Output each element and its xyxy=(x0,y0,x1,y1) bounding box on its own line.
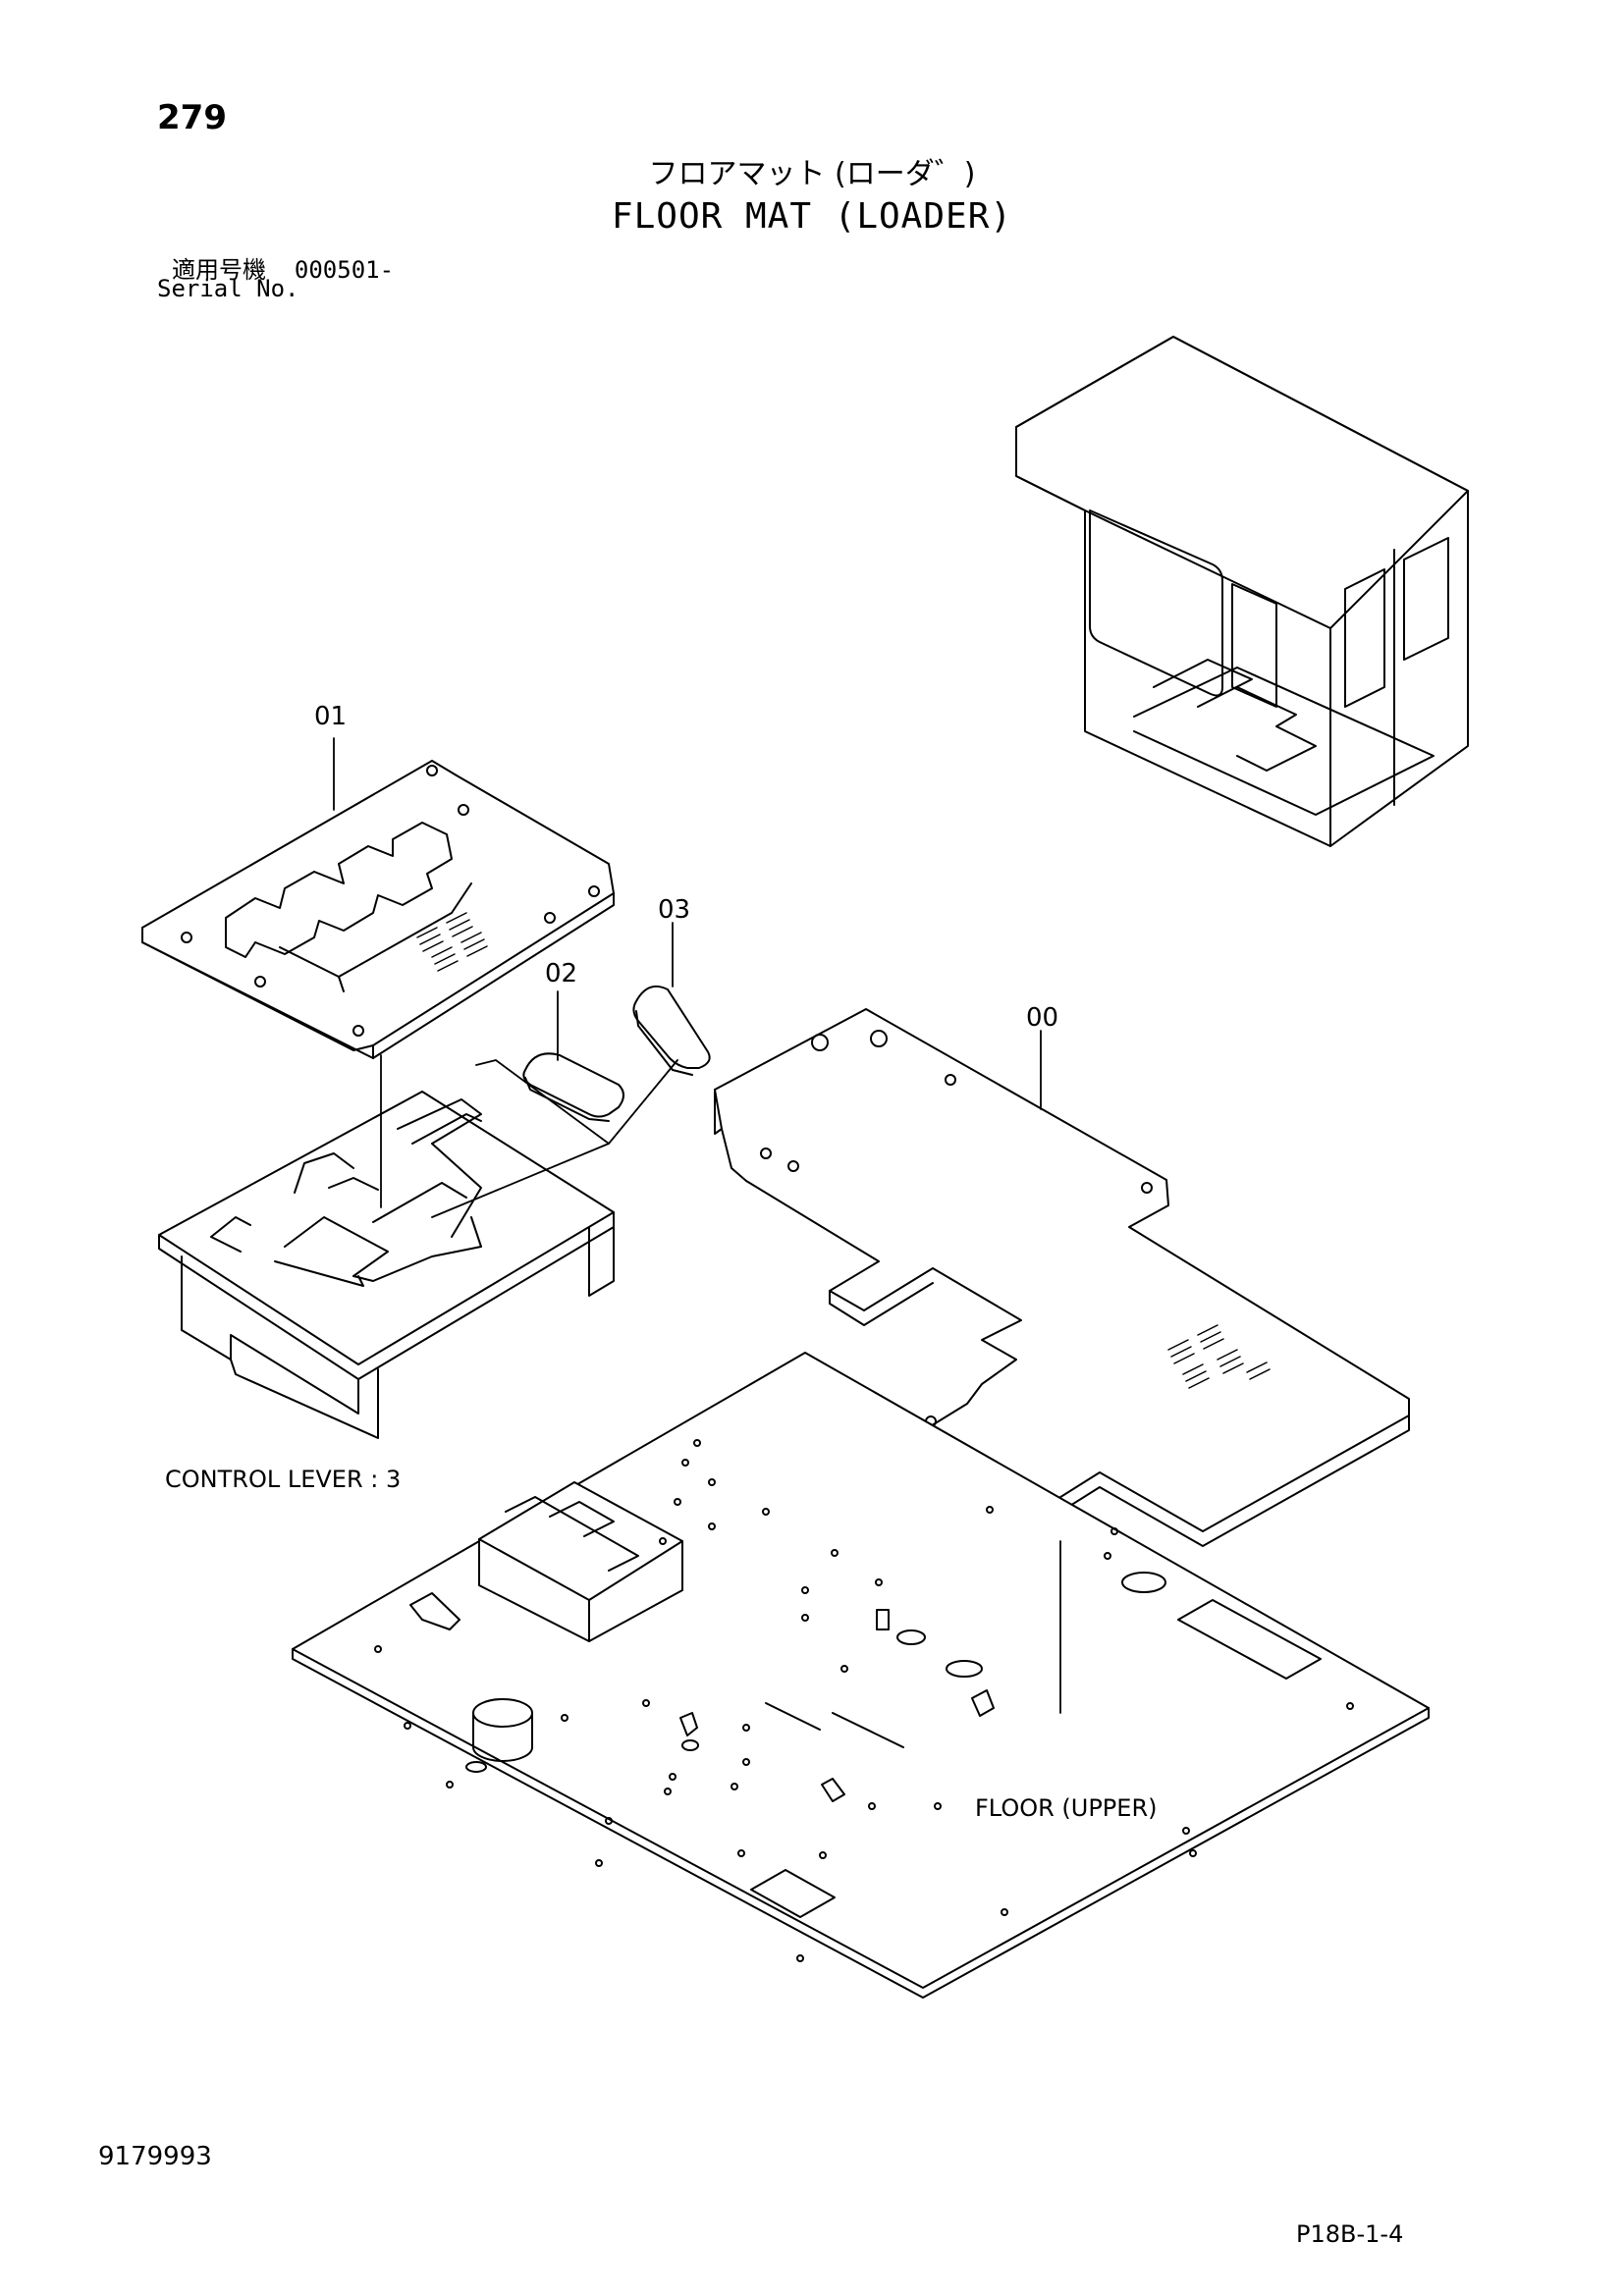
page-number: 279 xyxy=(157,98,227,137)
leader-lines xyxy=(333,737,1061,1714)
label-floor-upper: FLOOR (UPPER) xyxy=(975,1794,1157,1822)
document-number: 9179993 xyxy=(98,2142,212,2171)
label-control-lever: CONTROL LEVER : 3 xyxy=(165,1466,401,1493)
floor-mat-03-illustration xyxy=(632,986,711,1076)
cab-inset-illustration xyxy=(1015,336,1469,847)
callout-01: 01 xyxy=(314,702,347,731)
control-lever-console-illustration xyxy=(158,1091,615,1439)
title-english: FLOOR MAT (LOADER) xyxy=(611,196,1013,237)
serial-value: 000501- xyxy=(294,256,395,284)
serial-line: 適用号機 000501- xyxy=(172,250,394,285)
serial-label-en: Serial No. xyxy=(157,275,299,302)
callout-03: 03 xyxy=(658,895,690,925)
callout-02: 02 xyxy=(545,959,577,988)
page-code: P18B-1-4 xyxy=(1296,2220,1404,2248)
floor-mat-01-illustration xyxy=(141,760,615,1059)
floor-mat-02-illustration xyxy=(522,1052,624,1122)
title-japanese: フロアマット (ローダ゛) xyxy=(648,157,976,191)
serial-label-jp: 適用号機 xyxy=(172,256,266,284)
floor-upper-plate-illustration xyxy=(292,1352,1430,1999)
callout-00: 00 xyxy=(1026,1003,1058,1033)
